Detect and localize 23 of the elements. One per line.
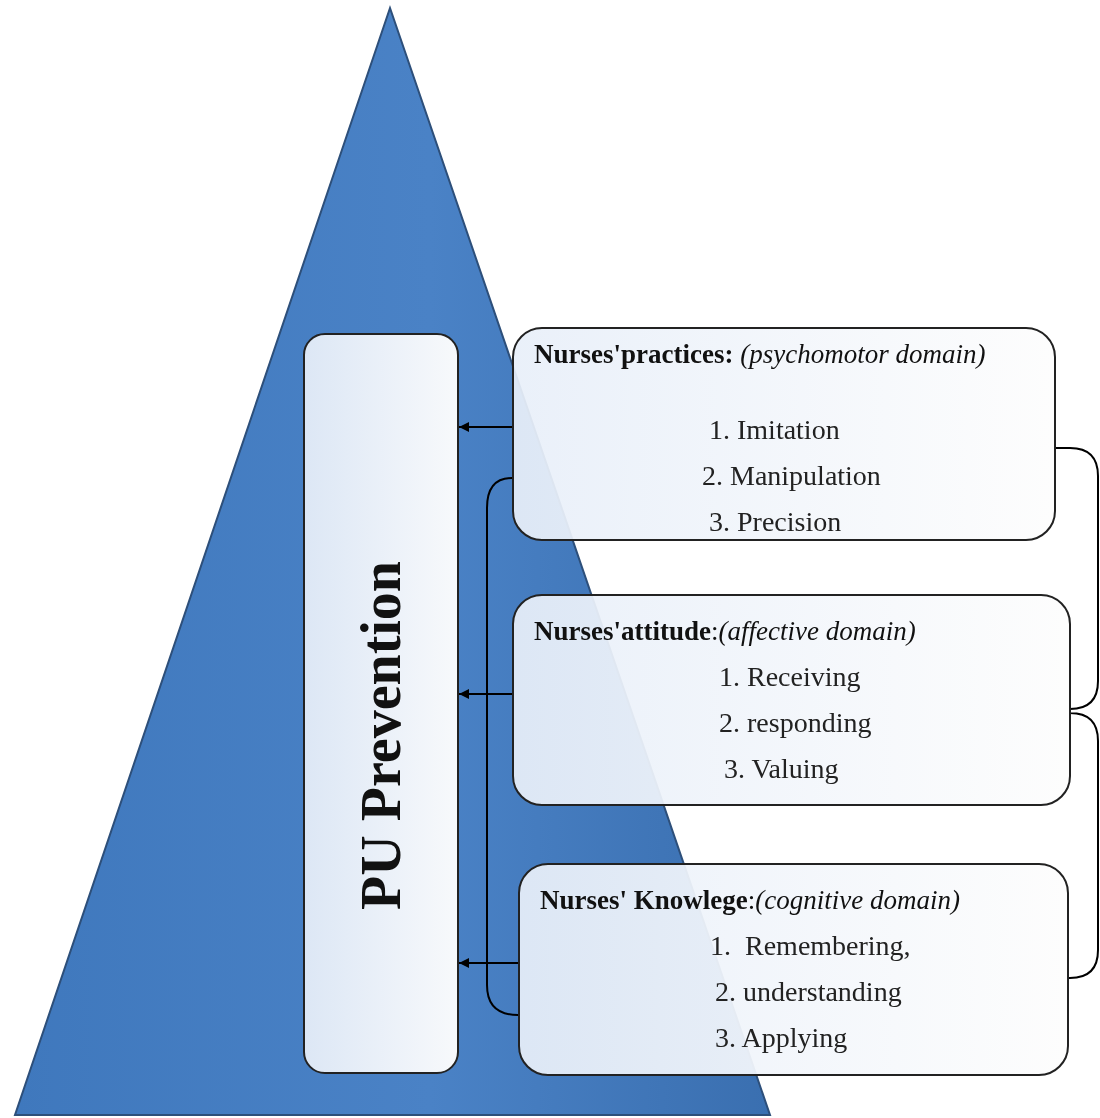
box-heading: Nurses'attitude:(affective domain)	[534, 615, 917, 648]
list-item: 3. Precision	[709, 505, 842, 539]
list-item: 3. Applying	[715, 1021, 848, 1055]
arrow	[458, 422, 513, 432]
bracket-line	[1055, 447, 1099, 710]
arrow	[458, 689, 513, 699]
vertical-title: PU Prevention	[350, 561, 412, 910]
list-item: 2. understanding	[715, 975, 902, 1009]
list-item: 1. Imitation	[709, 413, 840, 447]
list-item: 2. Manipulation	[702, 459, 881, 493]
box-heading: Nurses'practices: (psychomotor domain)	[534, 338, 987, 371]
list-item: 3. Valuing	[724, 752, 839, 786]
list-item: 1. Remembering,	[710, 929, 911, 963]
bracket-line	[486, 477, 519, 1016]
bracket-line	[1068, 712, 1099, 979]
rounded-box	[512, 327, 1056, 541]
list-item: 1. Receiving	[719, 660, 861, 694]
rounded-box	[512, 594, 1071, 806]
arrow	[458, 958, 519, 968]
rounded-box	[518, 863, 1069, 1076]
list-item: 2. responding	[719, 706, 872, 740]
rounded-box	[303, 333, 459, 1074]
box-heading: Nurses' Knowlege:(cognitive domain)	[540, 884, 961, 917]
